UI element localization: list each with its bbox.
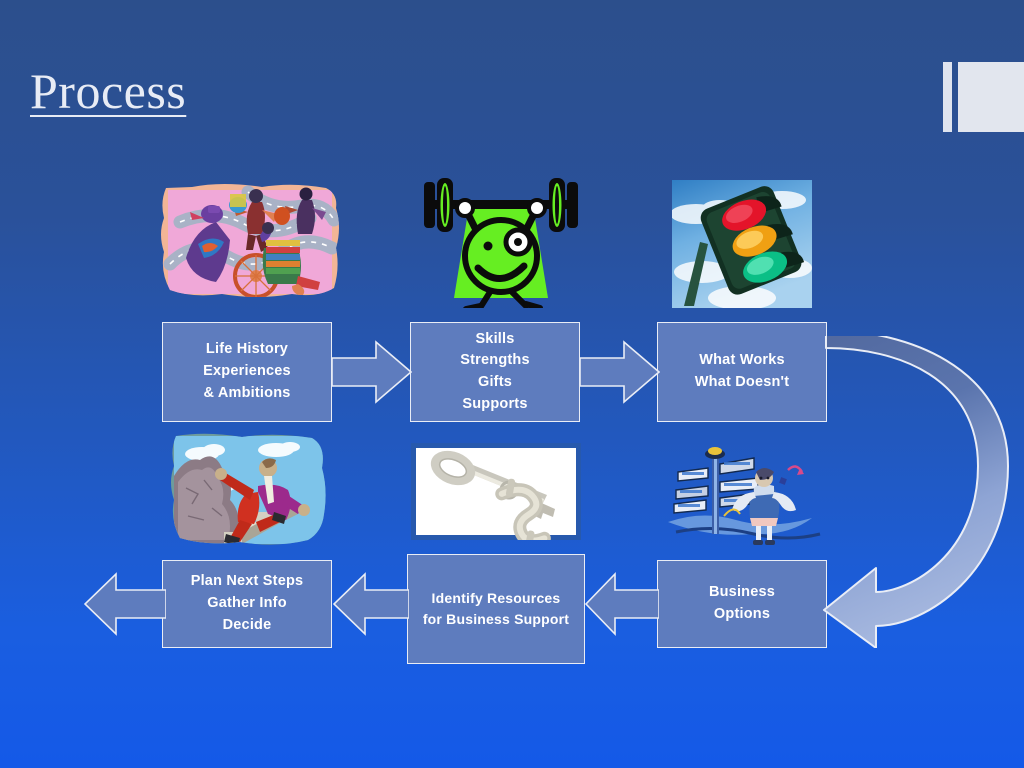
process-box-life-history[interactable]: Life History Experiences & Ambitions (162, 322, 332, 422)
arrow-skills-to-whatworks (580, 340, 660, 404)
corner-decoration-block (958, 62, 1024, 132)
arrow-plan-out (84, 572, 166, 636)
process-box-business-options[interactable]: Business Options (657, 560, 827, 648)
arrow-whatworks-to-business (818, 329, 1014, 649)
process-box-label: Plan Next Steps Gather Info Decide (190, 573, 304, 633)
identify-resources-art (411, 443, 581, 540)
process-box-plan-next-steps[interactable]: Plan Next Steps Gather Info Decide (162, 560, 332, 648)
process-box-identify-resources[interactable]: Identify Resources for Business Support (407, 554, 585, 664)
what-works-art (672, 180, 812, 308)
arrow-life-to-skills (332, 340, 412, 404)
process-box-label: Life History Experiences & Ambitions (203, 341, 291, 401)
arrow-resources-to-plan (333, 572, 409, 636)
process-box-label: Business Options (708, 584, 776, 622)
arrow-business-to-resources (585, 572, 659, 636)
skills-art (408, 176, 594, 308)
plan-next-steps-art (164, 428, 334, 552)
process-box-label: What Works What Doesn't (694, 352, 790, 390)
business-options-art (662, 438, 830, 550)
page-title: Process (30, 63, 187, 119)
process-box-what-works[interactable]: What Works What Doesn't (657, 322, 827, 422)
process-box-label: Skills Strengths Gifts Supports (460, 330, 530, 412)
process-box-label: Identify Resources for Business Support (422, 590, 570, 627)
life-history-art (152, 178, 348, 306)
corner-decoration-bar (943, 62, 952, 132)
process-box-skills[interactable]: Skills Strengths Gifts Supports (410, 322, 580, 422)
